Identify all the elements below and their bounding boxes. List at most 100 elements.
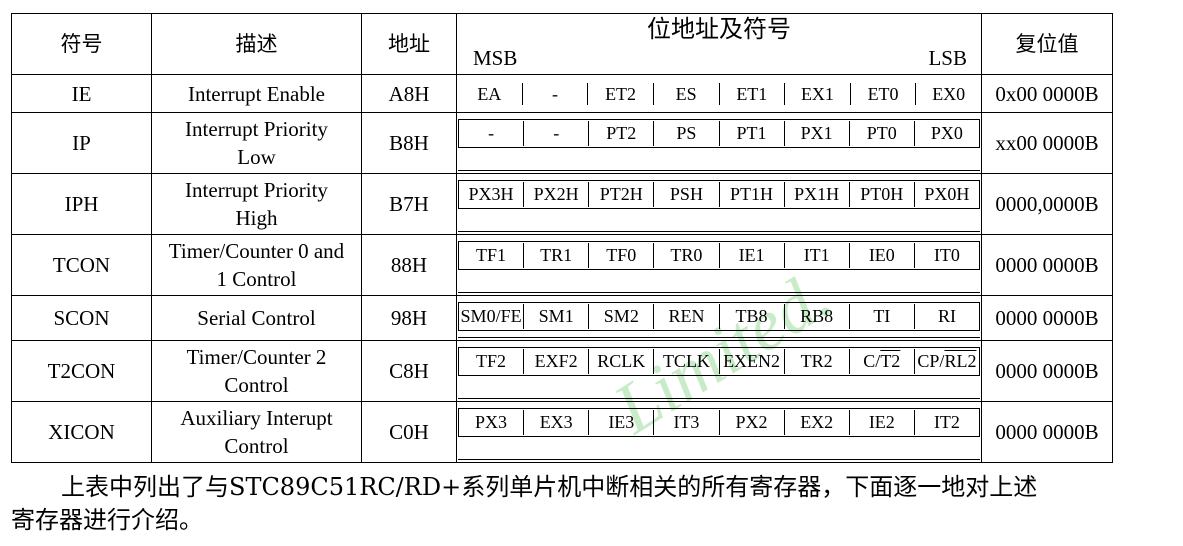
bit-cell: EA [457,82,523,105]
bit-cell: RI [915,304,979,329]
bit-label-overline: T2 [880,351,901,371]
bit-label: TB8 [735,306,768,326]
bit-label: - [488,123,495,143]
bit-cell: IE0 [850,243,915,268]
register-address: A8H [361,74,457,113]
bit-label: PX2H [533,184,579,204]
bit-label: PT0 [866,123,897,143]
reset-value: 0000 0000B [981,295,1113,341]
bit-label: PT1H [730,184,774,204]
register-address: 88H [361,234,457,296]
bit-cell: TF1 [459,243,525,268]
bit-cell: PX1H [785,182,850,207]
register-symbol: IE [11,74,152,113]
bit-cell: PT0H [850,182,915,207]
bit-cell: IE2 [850,410,915,435]
bit-cell: IT1 [785,243,850,268]
description-line-1: Serial Control [197,306,316,330]
bit-cell: REN [654,304,720,329]
reset-value: xx00 0000B [981,112,1113,174]
bit-cell: PT2H [589,182,655,207]
bit-cell: PX2H [524,182,590,207]
bit-cell: ET0 [851,82,917,105]
bit-label: EXEN2 [723,351,781,371]
bit-cell: PS [654,121,720,146]
description-line-1: Interrupt Enable [187,81,326,106]
bit-cell: EX0 [916,83,981,105]
interrupt-register-table: 符号 描述 地址 位地址及符号 MSB LSB 复位值 IE Interrupt … [11,13,1113,463]
bit-label: EX3 [539,412,573,432]
register-address: C0H [361,401,457,463]
bit-label: PX1 [800,123,833,143]
bit-label: PT0H [860,184,904,204]
description-line-2: Control [224,373,289,397]
bit-underline [458,398,980,399]
bit-label: TR2 [800,351,833,371]
bit-cell: PT1H [720,182,785,207]
bit-label: - [551,83,558,104]
header-bits-title: 位地址及符号 [647,17,791,43]
bit-label: CP/ [917,351,945,371]
bit-cell: PX0H [915,182,979,207]
bit-label: IE2 [868,412,895,432]
bit-cell: IT2 [915,410,979,435]
bit-cell: TB8 [720,304,785,329]
bit-label: PSH [669,184,703,204]
register-description: Interrupt Enable [151,74,362,113]
bit-label: TCLK [662,351,710,371]
header-address: 地址 [361,13,457,75]
bit-cell: PT2 [589,121,655,146]
header-lsb: LSB [928,46,967,70]
bit-cell: PSH [654,182,720,207]
bit-cell: IE3 [589,410,655,435]
bit-label: EX0 [932,83,966,104]
bit-label: RB8 [800,306,834,326]
bit-label: PT2 [606,123,637,143]
bit-label: EX1 [800,83,834,104]
header-symbol: 符号 [11,13,152,75]
bit-underline [458,231,980,232]
bit-label-overline: RL2 [944,351,977,371]
table-header-row: 符号 描述 地址 位地址及符号 MSB LSB 复位值 [11,13,1113,75]
bit-cell: PX3H [459,182,525,207]
bit-cell: TR2 [785,349,850,374]
bit-cell: TI [850,304,915,329]
bit-cell: EX1 [785,82,851,105]
bit-label: ES [675,83,697,104]
bit-cell: PT0 [850,121,915,146]
bit-cell: SM1 [524,304,590,329]
register-address: 98H [361,295,457,341]
bit-label: TR0 [670,245,703,265]
bit-underline [458,337,980,338]
bit-label: IT2 [933,412,960,432]
bit-underline [458,170,980,171]
bit-cell: PX3 [459,410,525,435]
register-address: B8H [361,112,457,174]
bit-label: TF2 [476,351,507,371]
bit-cell: PX0 [915,121,979,146]
description-line-2: High [235,206,278,230]
description-line-2: Control [224,434,289,458]
bit-cell: SM0/FE [459,304,525,329]
header-msb: MSB [473,46,518,70]
bit-label: ET0 [867,83,899,104]
bit-label: - [553,123,560,143]
description-line-1: Auxiliary Interupt [180,406,333,430]
bit-cell: ES [654,82,720,105]
bit-label: PX3H [468,184,514,204]
bit-label: ET1 [736,83,768,104]
bit-label: IT0 [933,245,960,265]
bit-cell: IT3 [654,410,720,435]
bit-cell: PX2 [720,410,785,435]
bit-label: TR1 [540,245,573,265]
header-bits: 位地址及符号 MSB LSB [456,13,982,75]
bit-underline [458,292,980,293]
